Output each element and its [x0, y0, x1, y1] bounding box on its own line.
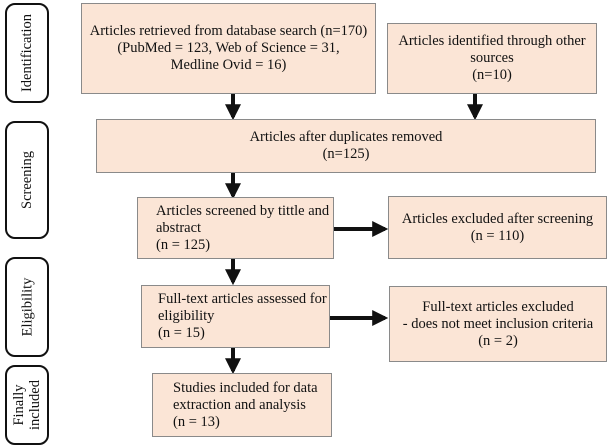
box-duplicates-removed-line-1: Articles after duplicates removed: [249, 129, 443, 145]
box-other-sources-line-2: sources: [470, 50, 514, 66]
box-studies-included-line-3: (n = 13): [173, 413, 220, 430]
box-studies-included: Studies included for data extraction and…: [152, 373, 332, 437]
box-articles-screened-line-3: (n = 125): [156, 236, 211, 253]
stage-screening-label: Screening: [19, 151, 36, 209]
box-fulltext-assessed-line-3: (n = 15): [158, 325, 205, 341]
box-excluded-after-screening-line-1: Articles excluded after screening: [401, 210, 594, 227]
stage-eligibility: Eligibility: [5, 257, 49, 357]
box-excluded-after-screening: Articles excluded after screening (n = 1…: [388, 196, 607, 259]
box-other-sources-line-1: Articles identified through other: [398, 33, 586, 49]
stage-finally-included-line-1: Finally: [11, 384, 27, 426]
box-articles-retrieved-line-3: Medline Ovid = 16): [170, 57, 287, 73]
box-other-sources: Articles identified through other source…: [387, 23, 597, 94]
box-studies-included-line-2: extraction and analysis: [173, 396, 306, 413]
stage-identification-label: Identification: [19, 13, 36, 93]
box-articles-screened-line-2: abstract: [156, 219, 202, 236]
box-articles-retrieved: Articles retrieved from database search …: [81, 3, 376, 94]
stage-finally-included-label: Finally included: [11, 380, 43, 430]
stage-finally-included: Finally included: [5, 365, 49, 445]
box-articles-screened: Articles screened by tittle and abstract…: [137, 197, 334, 259]
box-fulltext-assessed-line-2: eligibility: [158, 308, 215, 324]
stage-screening: Screening: [5, 121, 49, 239]
box-fulltext-excluded-line-1: Full-text articles excluded: [422, 298, 574, 315]
stage-identification: Identification: [5, 3, 49, 103]
box-articles-retrieved-line-1: Articles retrieved from database search …: [89, 23, 368, 39]
box-articles-screened-line-1: Articles screened by tittle and: [156, 202, 330, 219]
box-excluded-after-screening-line-2: (n = 110): [470, 227, 525, 244]
box-fulltext-assessed: Full-text articles assessed for eligibil…: [141, 285, 330, 348]
stage-eligibility-label: Eligibility: [19, 277, 35, 337]
box-studies-included-line-1: Studies included for data: [173, 379, 318, 396]
box-articles-retrieved-line-2: (PubMed = 123, Web of Science = 31,: [117, 40, 340, 56]
box-fulltext-excluded-line-3: (n = 2): [478, 332, 518, 349]
box-duplicates-removed-line-2: (n=125): [322, 146, 370, 162]
box-other-sources-line-3: (n=10): [472, 67, 512, 83]
box-duplicates-removed: Articles after duplicates removed (n=125…: [96, 119, 596, 173]
stage-finally-included-line-2: included: [27, 380, 43, 430]
box-fulltext-excluded: Full-text articles excluded - does not m…: [389, 286, 607, 362]
box-fulltext-assessed-line-1: Full-text articles assessed for: [158, 291, 327, 307]
box-fulltext-excluded-line-2: - does not meet inclusion criteria: [402, 315, 594, 332]
